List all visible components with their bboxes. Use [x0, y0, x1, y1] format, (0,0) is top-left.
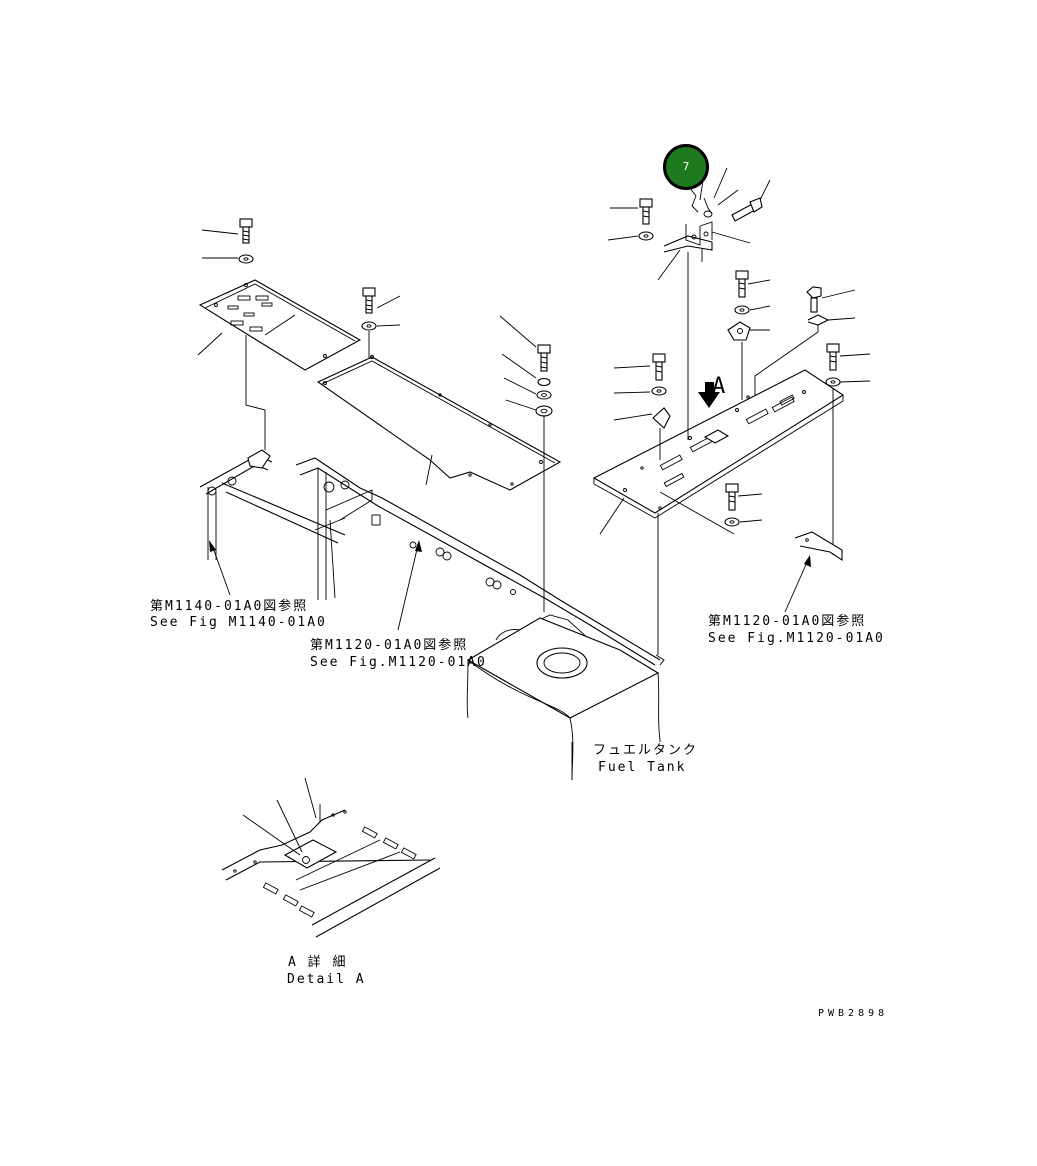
ref-right-jp-label: 第M1120-01A0図参照 [708, 614, 867, 629]
right-clip[interactable] [727, 321, 751, 341]
right-long-bolt[interactable] [731, 197, 763, 222]
drawing-number: PWB2898 [818, 1008, 889, 1019]
ref-center-jp-label: 第M1120-01A0図参照 [310, 638, 469, 653]
ref-left-en-label: See Fig M1140-01A0 [150, 615, 327, 630]
right-far-bolt-1[interactable] [806, 286, 822, 313]
center-right-washers[interactable] [535, 377, 553, 417]
view-arrow-a [698, 382, 720, 408]
item-callout-badge[interactable]: 7 [663, 144, 709, 190]
detail-a-view[interactable] [221, 777, 441, 938]
left-bolt[interactable] [239, 218, 253, 244]
center-floor-plate[interactable] [316, 355, 562, 491]
right-mid-bolt-1[interactable] [735, 270, 749, 298]
right-small-bracket[interactable] [807, 314, 830, 326]
detail-a-en-label: Detail A [287, 972, 366, 987]
view-arrow-label: A [712, 374, 726, 399]
right-end-bracket[interactable] [794, 531, 843, 562]
fuel-tank-en-label: Fuel Tank [598, 760, 687, 775]
detail-a-jp-label: A 詳 細 [288, 955, 348, 970]
frame-structure [199, 449, 665, 666]
right-far-washer-2[interactable] [825, 377, 841, 387]
right-top-washer[interactable] [638, 231, 654, 241]
ref-arrow-left [209, 540, 231, 596]
right-lower-bolt[interactable] [725, 483, 739, 511]
center-right-bolt[interactable] [537, 344, 551, 372]
ref-center-en-label: See Fig.M1120-01A0 [310, 655, 487, 670]
bracket-assembly[interactable] [663, 187, 713, 253]
right-floor-plate[interactable] [592, 369, 845, 519]
left-washer[interactable] [238, 254, 254, 264]
ref-arrow-right [784, 555, 811, 613]
right-lower-washer[interactable] [724, 517, 740, 527]
ref-arrow-center [397, 540, 422, 631]
right-top-bolt[interactable] [639, 198, 653, 225]
fuel-tank[interactable] [466, 617, 661, 781]
right-low-bolt-1[interactable] [652, 353, 666, 381]
center-left-washer[interactable] [361, 321, 377, 331]
ref-right-en-label: See Fig.M1120-01A0 [708, 631, 885, 646]
ref-left-jp-label: 第M1140-01A0図参照 [150, 599, 309, 614]
right-low-washer-1[interactable] [651, 386, 667, 396]
fuel-tank-jp-label: フュエルタンク [593, 743, 699, 758]
right-low-clip[interactable] [652, 407, 671, 429]
right-far-bolt-2[interactable] [826, 343, 840, 371]
right-mid-washer-1[interactable] [734, 305, 750, 315]
center-left-bolt[interactable] [362, 287, 376, 314]
